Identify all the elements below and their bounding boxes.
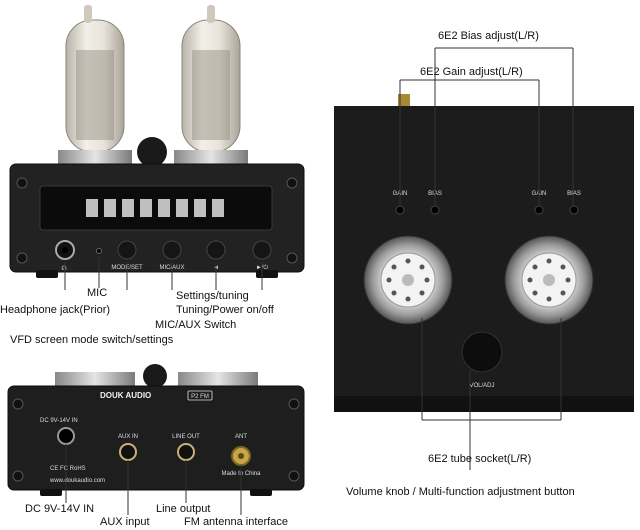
vfd-digits — [86, 199, 224, 217]
callout-headphone-jack: Headphone jack(Prior) — [0, 304, 111, 316]
callout-settings-tuning: Settings/tuning — [176, 290, 249, 302]
callout-aux-input: AUX input — [100, 516, 150, 528]
line-out-label: LINE OUT — [172, 434, 200, 440]
callout-mic-aux-switch: MIC/AUX Switch — [155, 319, 237, 331]
right-gain-trim — [534, 205, 544, 215]
socket-pins — [386, 258, 571, 302]
top-volume-knob — [137, 137, 167, 167]
left-bias-trim — [430, 205, 440, 215]
mic-aux-button — [162, 240, 182, 260]
settings-tuning-button — [206, 240, 226, 260]
front-panel-photo: ☊ MODE/SET MIC/AUX ◄ ►/⏻ — [9, 5, 305, 290]
callout-vfd-mode-switch: VFD screen mode switch/settings — [10, 334, 174, 346]
aux-in-jack — [119, 443, 137, 461]
right-bias-label: BIAS — [567, 191, 581, 197]
vfd-display — [39, 185, 273, 231]
mic-hole — [96, 248, 102, 254]
svg-text:☊: ☊ — [61, 265, 66, 272]
tuning-power-button — [252, 240, 272, 260]
dc-jack — [57, 427, 75, 445]
ant-label: ANT — [235, 434, 247, 440]
left-vacuum-tube — [58, 5, 132, 164]
callout-tuning-power: Tuning/Power on/off — [176, 304, 274, 316]
line-out-jack — [177, 443, 195, 461]
top-panel-photo: GAIN BIAS GAIN BIAS VOL/ADJ — [334, 47, 634, 470]
callout-gain-adjust: 6E2 Gain adjust(L/R) — [420, 66, 523, 78]
callout-mic: MIC — [87, 287, 108, 299]
brand-logo: DOUK AUDIO — [100, 391, 151, 400]
aux-in-label: AUX IN — [118, 434, 138, 440]
left-tube-socket — [363, 235, 453, 325]
rear-chassis — [7, 385, 305, 491]
mode-set-button — [117, 240, 137, 260]
model-badge: P2 FM — [191, 394, 209, 400]
callout-line-output: Line output — [156, 503, 211, 515]
callout-bias-adjust: 6E2 Bias adjust(L/R) — [438, 30, 539, 42]
callout-volume-knob: Volume knob / Multi-function adjustment … — [346, 486, 575, 498]
callout-fm-antenna: FM antenna interface — [184, 516, 288, 528]
website-text: www.doukaudio.com — [49, 478, 105, 484]
vol-adj-label: VOL/ADJ — [469, 383, 494, 389]
cert-marks: CE FC RoHS — [50, 466, 86, 472]
right-bias-trim — [569, 205, 579, 215]
rear-panel-photo: DOUK AUDIO P2 FM DC 9V-14V IN AUX IN LIN… — [7, 364, 305, 515]
callout-tube-socket: 6E2 tube socket(L/R) — [428, 453, 532, 465]
callout-dc-in: DC 9V-14V IN — [25, 503, 95, 515]
left-gain-trim — [395, 205, 405, 215]
right-tube-socket — [504, 235, 594, 325]
dc-in-label: DC 9V-14V IN — [40, 418, 78, 424]
vol-adj-knob — [461, 331, 503, 373]
right-vacuum-tube — [174, 5, 248, 164]
